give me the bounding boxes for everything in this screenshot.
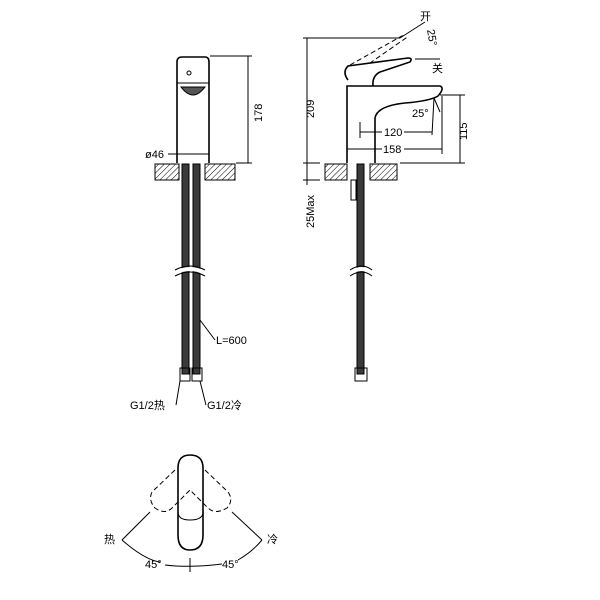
side-body [346, 85, 443, 163]
front-view: 178 ø46 L=600 G1/2热 G1/2冷 [130, 55, 265, 412]
front-deck-left [154, 163, 180, 181]
top-handle-cold-pos [189, 469, 232, 512]
front-fitting-hot [179, 367, 191, 382]
side-handle [344, 57, 412, 87]
spout-angle: 25° [412, 108, 429, 120]
dim-178: 178 [253, 104, 265, 122]
close-label: 关 [432, 61, 443, 75]
cold-inlet-label: G1/2冷 [207, 399, 242, 412]
cold-angle: 45° [222, 559, 239, 571]
side-deck-left [324, 163, 348, 181]
dim-diameter: ø46 [145, 149, 164, 161]
top-handle-hot-pos [150, 469, 191, 512]
front-aerator [179, 86, 207, 96]
top-handle [177, 454, 204, 551]
handle-angle: 25° [424, 28, 439, 46]
open-label: 开 [420, 11, 431, 23]
cold-label: 冷 [267, 533, 278, 546]
side-fitting [354, 367, 368, 382]
hot-angle: 45° [145, 559, 162, 571]
dim-115: 115 [458, 122, 470, 140]
side-stud [350, 179, 357, 201]
front-indicator-dot [186, 70, 192, 76]
side-handle-open [349, 35, 407, 66]
front-deck-right [204, 163, 236, 181]
dim-209: 209 [305, 100, 317, 118]
front-hose-break [174, 267, 206, 275]
hot-label: 热 [104, 533, 115, 546]
dim-25max: 25Max [305, 194, 317, 228]
hose-length: L=600 [216, 335, 247, 347]
top-view: 热 冷 45° 45° [104, 454, 278, 572]
hot-inlet-label: G1/2热 [130, 399, 165, 412]
dim-120: 120 [384, 127, 402, 139]
dim-158: 158 [383, 144, 401, 156]
side-deck-right [369, 163, 398, 181]
front-fitting-cold [191, 367, 203, 382]
front-body [176, 56, 210, 163]
side-view: 209 25Max 开 25° 关 115 25° 120 158 [303, 11, 470, 382]
